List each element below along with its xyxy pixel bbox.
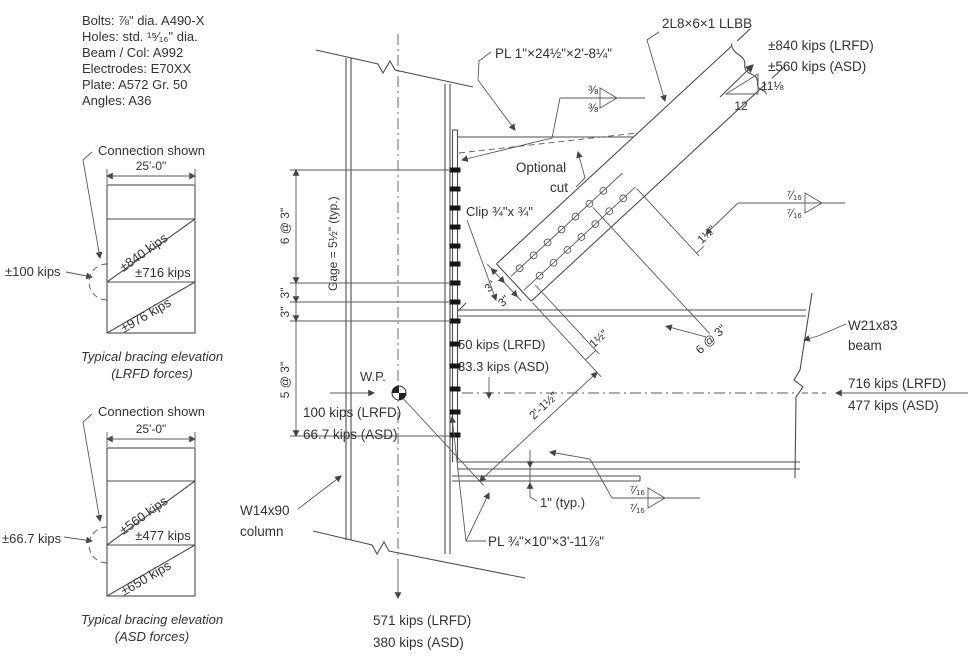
brace-bolt-row-2 <box>535 194 628 280</box>
spec-angles: Angles: A36 <box>82 93 151 108</box>
spec-holes: Holes: std. ¹⁵⁄₁₆" dia. <box>82 29 198 44</box>
elevation-asd: Connection shown 25'-0" ±560 kips ±477 k… <box>2 404 223 644</box>
wp-force-asd: 66.7 kips (ASD) <box>303 427 398 442</box>
work-point: W.P. 100 kips (LRFD) 66.7 kips (ASD) <box>303 369 407 442</box>
wp-label: W.P. <box>360 369 386 384</box>
column-force-asd: 380 kips (ASD) <box>373 635 464 650</box>
dim-3-a: 3" <box>278 288 292 299</box>
brace-gage-dim-a: 3" <box>483 279 499 295</box>
weld-symbol-7-16-brace: ⁷⁄₁₆ ⁷⁄₁₆ <box>705 188 845 235</box>
plate-label: PL ¾"×10"×3'-11⅞" <box>488 534 604 549</box>
optional-cut-label-1: Optional <box>516 160 566 175</box>
brace-label: 2L8×6×1 LLBB <box>662 16 752 31</box>
spec-beam-col: Beam / Col: A992 <box>82 45 183 60</box>
slope-rise: 11⅛ <box>761 79 784 93</box>
collector-force: ±716 kips <box>135 265 191 280</box>
brace-force-lower: ±650 kips <box>118 557 174 598</box>
weld-symbol-3-8: ⅜ ⅜ <box>461 83 645 162</box>
column-word: column <box>240 524 284 539</box>
connection-shown-label: Connection shown <box>98 143 205 158</box>
weld-size-top: ⁷⁄₁₆ <box>787 188 802 202</box>
caption-lrfd-1: Typical bracing elevation <box>81 349 223 364</box>
annotations: PL 1"×24½"×2'-8¼" ⅜ ⅜ 2L8×6×1 LLBB ±840 … <box>240 16 968 650</box>
edge-distance-dim-lower: 1½" <box>588 328 611 350</box>
caption-lrfd-2: (LRFD forces) <box>111 366 193 381</box>
spec-bolts: Bolts: ⅞" dia. A490-X <box>82 13 205 28</box>
weld-size-top: ⅜ <box>588 83 599 97</box>
dim-5-at-3: 5 @ 3" <box>278 362 292 398</box>
brace-gage-dim-b: 3" <box>496 294 512 310</box>
drag-force-label: ±66.7 kips <box>2 531 62 546</box>
brace-force-lower: ±976 kips <box>118 294 174 335</box>
one-inch-typ-dim: 1" (typ.) <box>540 495 585 510</box>
weld-symbol-7-16-plate: ⁷⁄₁₆ ⁷⁄₁₆ <box>549 449 700 515</box>
brace-force-asd: ±560 kips (ASD) <box>768 59 866 74</box>
spec-notes: Bolts: ⅞" dia. A490-X Holes: std. ¹⁵⁄₁₆"… <box>82 13 205 108</box>
bay-width-dim: 25'-0" <box>136 422 167 436</box>
elevation-lrfd: Connection shown 25'-0" ±840 kips ±716 k… <box>5 143 223 381</box>
weld-size-bottom: ⅜ <box>588 101 599 115</box>
connection-shown-label: Connection shown <box>98 404 205 419</box>
weld-size-bottom: ⁷⁄₁₆ <box>787 206 802 220</box>
collector-force: ±477 kips <box>135 528 191 543</box>
beam-force-asd: 477 kips (ASD) <box>848 398 939 413</box>
column-face-plate <box>451 129 459 462</box>
brace-bolt-spacing-dim: 6 @ 3" <box>693 322 729 357</box>
bolt-spacing-dims: 6 @ 3" 3" 3" 5 @ 3" Gage = 5½" (typ.) <box>278 168 451 438</box>
beam-shear-asd: 33.3 kips (ASD) <box>458 359 549 374</box>
column-label: W14x90 <box>240 503 290 518</box>
caption-asd-2: (ASD forces) <box>115 629 189 644</box>
column-bolt-group <box>449 167 461 438</box>
caption-asd-1: Typical bracing elevation <box>81 612 223 627</box>
column-force-lrfd: 571 kips (LRFD) <box>373 613 471 628</box>
beam-word: beam <box>848 338 882 353</box>
optional-cut-label-2: cut <box>550 180 568 195</box>
dim-6-at-3: 6 @ 3" <box>278 208 292 244</box>
gusset-plate-label: PL 1"×24½"×2'-8¼" <box>495 46 612 61</box>
clip-label: Clip ¾"x ¾" <box>466 204 533 219</box>
beam-force-lrfd: 716 kips (LRFD) <box>848 376 946 391</box>
spec-plate: Plate: A572 Gr. 50 <box>82 77 188 92</box>
beam-label: W21x83 <box>848 318 898 333</box>
dim-3-b: 3" <box>278 307 292 318</box>
spec-electrodes: Electrodes: E70XX <box>82 61 191 76</box>
bay-width-dim: 25'-0" <box>136 159 167 173</box>
gage-label: Gage = 5½" (typ.) <box>326 196 340 291</box>
beam <box>452 292 813 482</box>
wp-to-bolt-dim: 2'-1½" <box>526 389 560 422</box>
wp-force-lrfd: 100 kips (LRFD) <box>303 405 401 420</box>
edge-distance-dim-upper: 1½" <box>696 224 719 246</box>
weld-size-bottom: ⁷⁄₁₆ <box>630 501 645 515</box>
slope-run: 12 <box>734 99 748 113</box>
weld-size-top: ⁷⁄₁₆ <box>630 483 645 497</box>
drag-force-label: ±100 kips <box>5 264 61 279</box>
beam-shear-lrfd: 50 kips (LRFD) <box>458 337 545 352</box>
brace-bolt-row-1 <box>515 186 608 273</box>
brace-force-lrfd: ±840 kips (LRFD) <box>768 38 874 53</box>
